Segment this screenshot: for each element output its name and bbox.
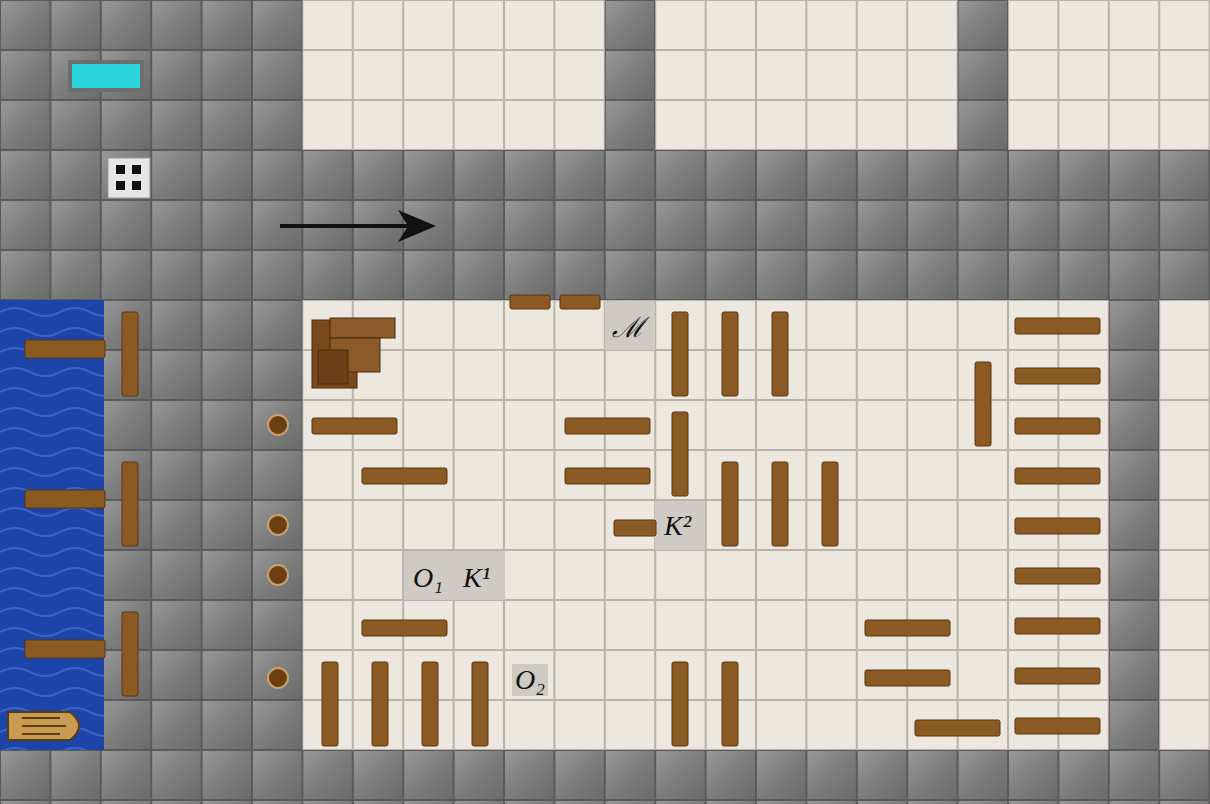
wood-plank [322, 662, 338, 746]
wood-plank [1015, 368, 1100, 384]
wood-plank [865, 620, 950, 636]
map-marker: K¹ [460, 562, 493, 594]
wood-plank [1015, 568, 1100, 584]
wood-plank [672, 412, 688, 496]
wood-plank [1015, 418, 1100, 434]
barrel [268, 415, 288, 435]
wood-plank [1015, 468, 1100, 484]
wood-plank [1015, 718, 1100, 734]
map-marker: K² [661, 510, 694, 542]
wood-plank [822, 462, 838, 546]
wood-plank [122, 612, 138, 696]
wood-plank [510, 295, 550, 309]
wood-plank [472, 662, 488, 746]
wood-plank [1015, 618, 1100, 634]
wood-plank [722, 312, 738, 396]
wood-plank [362, 468, 447, 484]
wood-plank [362, 620, 447, 636]
wood-plank [975, 362, 991, 446]
barrel [268, 668, 288, 688]
wood-plank [722, 462, 738, 546]
wood-plank [560, 295, 600, 309]
wood-plank [1015, 518, 1100, 534]
wood-plank [915, 720, 1000, 736]
wood-plank [25, 640, 105, 658]
wood-plank [25, 340, 105, 358]
wood-plank [122, 312, 138, 396]
wood-plank [672, 312, 688, 396]
wood-plank [772, 462, 788, 546]
wood-plank [772, 312, 788, 396]
map-marker: O₁ [410, 562, 446, 594]
wood-plank [25, 490, 105, 508]
wood-plank [614, 520, 656, 536]
wood-plank [722, 662, 738, 746]
barrel [268, 515, 288, 535]
wood-plank [122, 462, 138, 546]
wood-plank [1015, 668, 1100, 684]
wood-plank [672, 662, 688, 746]
map-marker: ℳ [609, 312, 647, 344]
wood-plank [372, 662, 388, 746]
wood-plank [565, 418, 650, 434]
wood-plank [565, 468, 650, 484]
wood-plank [312, 418, 397, 434]
map-marker: O₂ [512, 664, 548, 696]
barrel [268, 565, 288, 585]
wood-plank [422, 662, 438, 746]
wood-plank [865, 670, 950, 686]
wood-plank [1015, 318, 1100, 334]
